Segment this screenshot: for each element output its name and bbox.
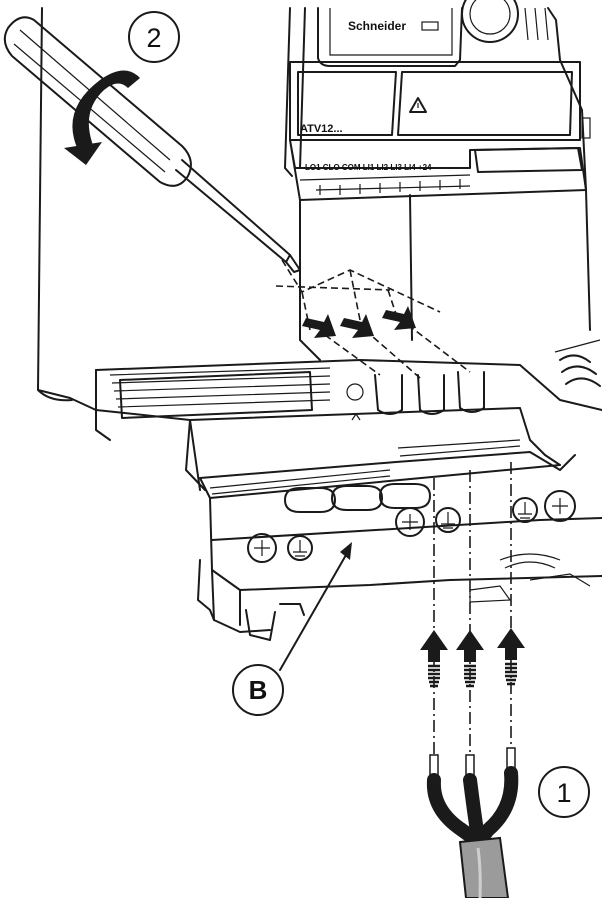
callout-b-leader [279, 547, 351, 671]
insertion-arrows [420, 628, 525, 688]
brand-label: Schneider [348, 19, 406, 33]
terminal-push-arrows [302, 306, 416, 338]
callout-2: 2 [128, 11, 180, 63]
insertion-guide [275, 259, 471, 379]
brand-logo-box [421, 21, 439, 31]
callout-2-label: 2 [146, 23, 161, 53]
model-label: ATV12... [300, 123, 343, 135]
rotation-arrow [72, 70, 140, 150]
callout-b-label: B [249, 675, 268, 705]
drive-upper-body [37, 0, 601, 411]
drive-base [95, 359, 602, 641]
control-terminal-labels: LO1 CLO COM LI1 LI2 LI3 LI4 +24 [305, 163, 432, 172]
callout-1-label: 1 [556, 778, 571, 808]
rotation-arrowhead [64, 142, 102, 165]
callout-b-leader-arrow [340, 542, 352, 560]
power-cable [420, 462, 525, 898]
callout-1: 1 [538, 766, 590, 818]
callout-b: B [232, 664, 284, 716]
